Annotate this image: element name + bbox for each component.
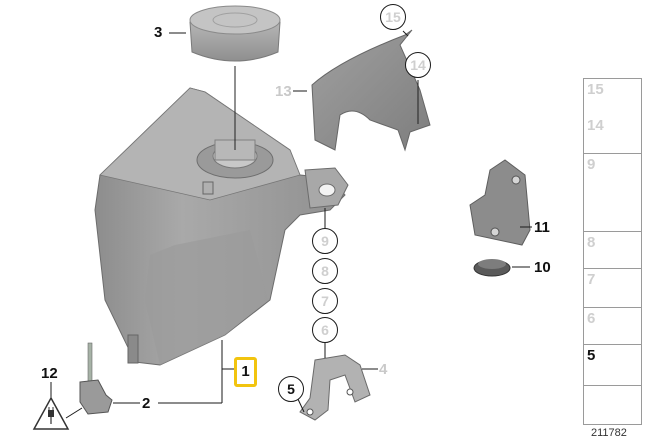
callout-13[interactable]: 13 xyxy=(275,83,292,100)
callout-12[interactable]: 12 xyxy=(41,365,58,382)
callout-8[interactable]: 8 xyxy=(312,258,338,284)
sidebar-item-6[interactable]: 6 xyxy=(583,308,642,345)
callout-9[interactable]: 9 xyxy=(312,228,338,254)
callout-2[interactable]: 2 xyxy=(142,395,151,412)
callout-5[interactable]: 5 xyxy=(278,376,304,402)
callout-7[interactable]: 7 xyxy=(312,288,338,314)
filler-cap xyxy=(189,5,281,150)
cover xyxy=(311,29,431,152)
sidebar-item-label: 5 xyxy=(587,347,596,364)
callout-6[interactable]: 6 xyxy=(312,317,338,343)
sidebar-item-8[interactable]: 8 xyxy=(583,232,642,269)
electrical-warning-icon xyxy=(32,396,70,430)
image-number: 211782 xyxy=(591,427,627,439)
grommet xyxy=(473,259,511,277)
sidebar-item-label: 8 xyxy=(587,234,596,251)
direction-arrow-box xyxy=(583,386,642,425)
sidebar-item-label: 9 xyxy=(587,156,596,173)
sidebar-item-label: 14 xyxy=(587,117,604,134)
sidebar-item-7[interactable]: 7 xyxy=(583,269,642,308)
callout-3[interactable]: 3 xyxy=(154,24,163,41)
callout-11[interactable]: 11 xyxy=(534,219,550,236)
callout-4[interactable]: 4 xyxy=(379,361,388,378)
expansion-tank xyxy=(94,87,349,366)
sidebar-item-15[interactable]: 15 xyxy=(583,78,642,116)
callout-1-highlighted[interactable]: 1 xyxy=(234,357,257,387)
bracket xyxy=(469,159,531,246)
sidebar-item-label: 6 xyxy=(587,310,596,327)
level-sensor xyxy=(79,342,113,415)
callout-15[interactable]: 15 xyxy=(380,4,406,30)
sidebar-item-label: 15 xyxy=(587,81,604,98)
callout-10[interactable]: 10 xyxy=(534,259,551,276)
sidebar-item-label: 7 xyxy=(587,271,596,288)
sidebar-item-14[interactable]: 14 xyxy=(583,115,642,154)
callout-14[interactable]: 14 xyxy=(405,52,431,78)
sidebar-item-9[interactable]: 9 xyxy=(583,154,642,232)
sidebar-item-5[interactable]: 5 xyxy=(583,345,642,386)
holder-bracket xyxy=(299,354,371,421)
